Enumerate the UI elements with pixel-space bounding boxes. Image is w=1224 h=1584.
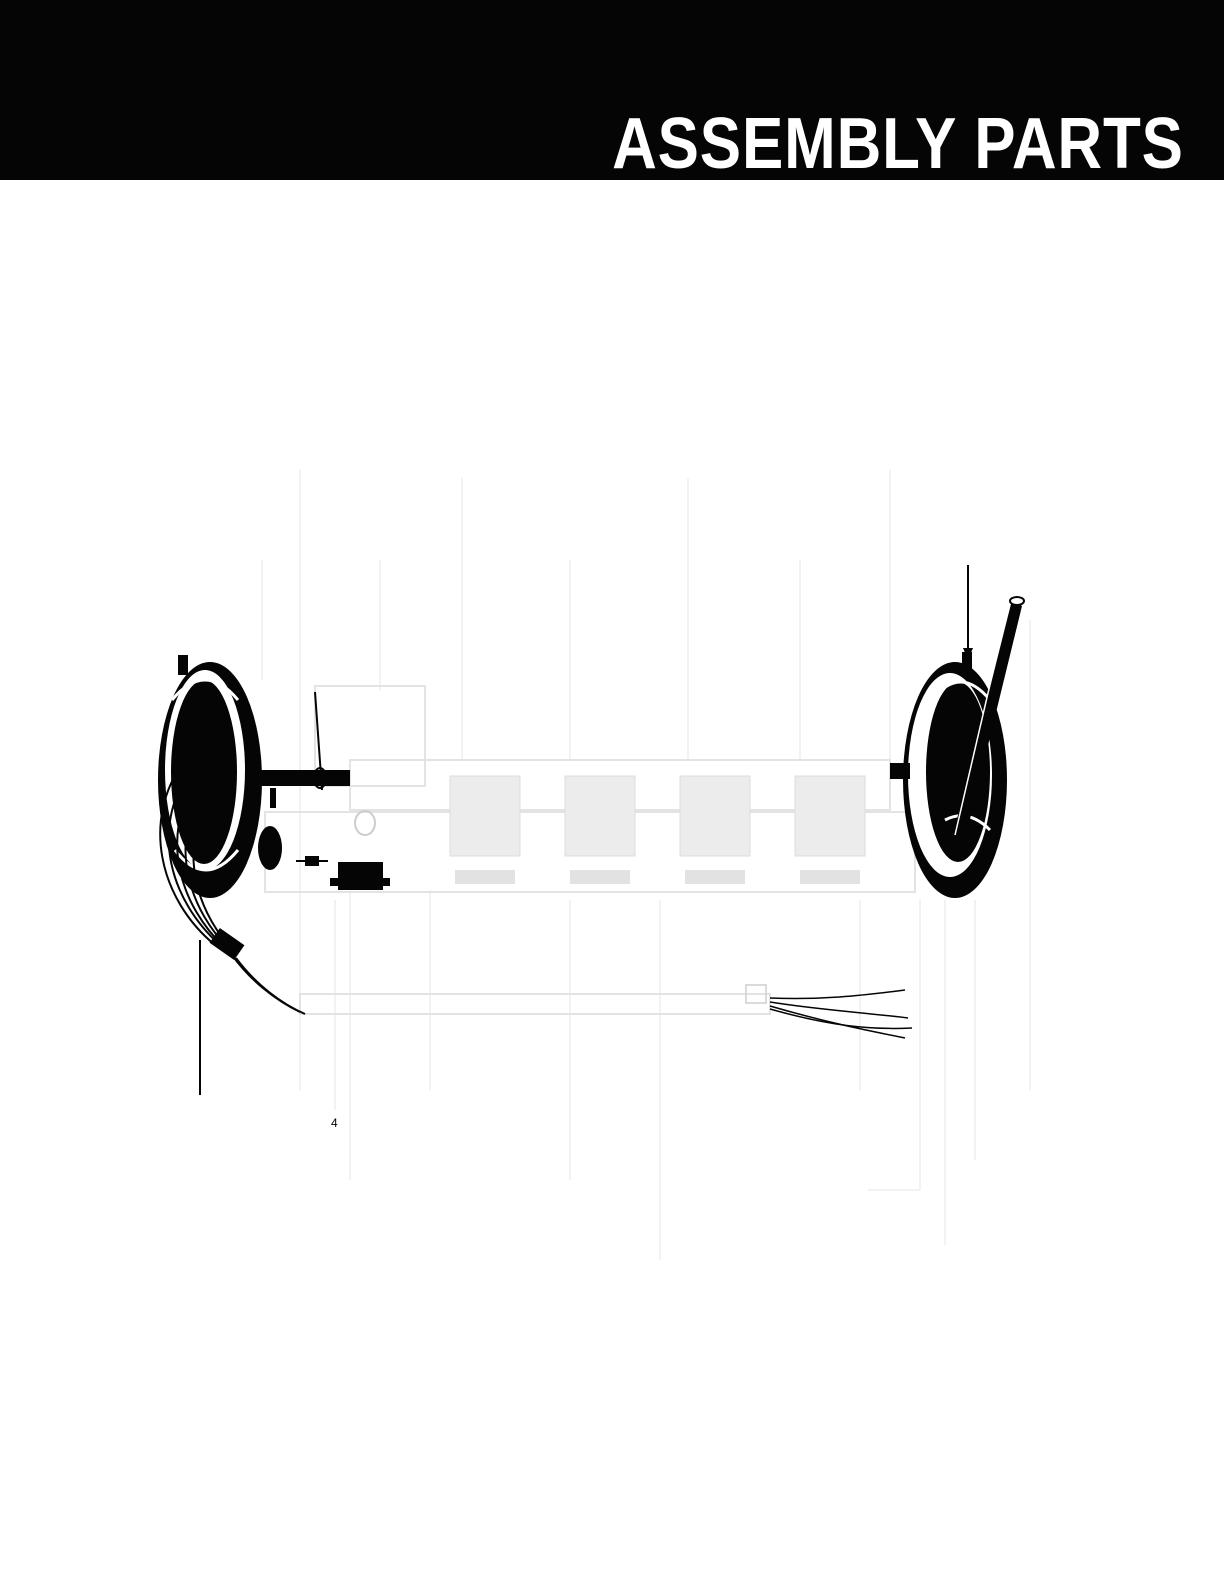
left-drum (158, 655, 350, 898)
page-header-bar: ASSEMBLY PARTS (0, 0, 1224, 180)
right-wire-harness (745, 984, 913, 1039)
socket-feet (455, 870, 860, 884)
page-title: ASSEMBLY PARTS (612, 104, 1184, 184)
right-lever (948, 596, 1025, 860)
part-number-label: 4 (331, 1116, 338, 1130)
wire-clamp (209, 928, 245, 960)
small-parts (296, 810, 390, 890)
tube-sockets (449, 775, 866, 857)
leader-lines (261, 470, 1031, 1260)
